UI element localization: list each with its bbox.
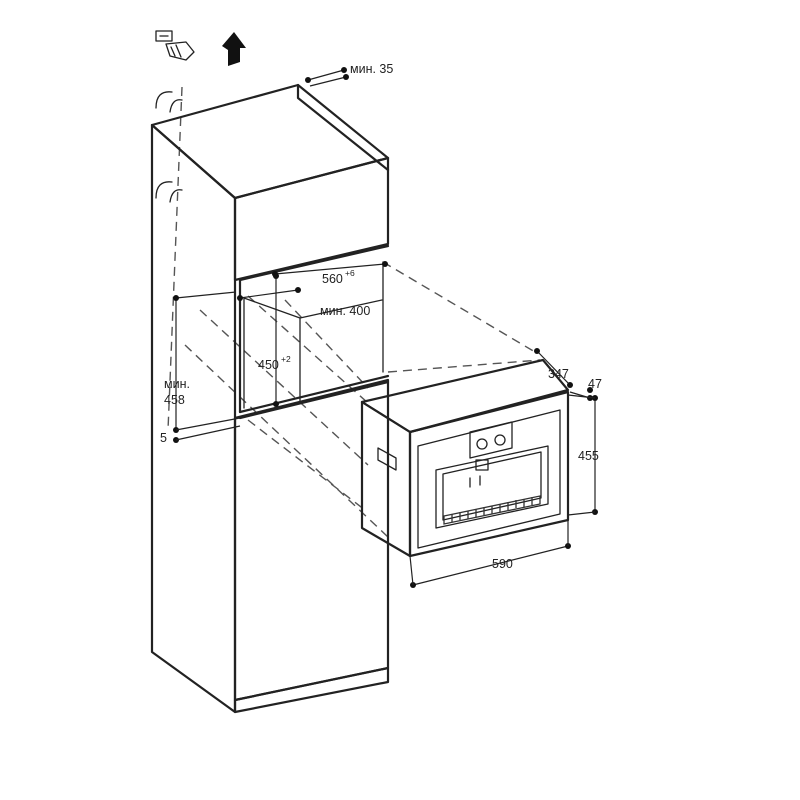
label-niche-height: 450: [258, 358, 279, 372]
dimension-lines: [173, 67, 598, 588]
label-top-clearance: мин. 35: [350, 62, 393, 76]
screw-mount-icon: [155, 30, 195, 61]
tall-cabinet: [150, 83, 390, 714]
mounting-curve-markers: [155, 91, 183, 203]
label-niche-depth: мин. 400: [320, 304, 370, 318]
label-device-height: 455: [578, 449, 599, 463]
label-offset: 5: [160, 431, 167, 445]
dimension-labels: мин. 35 560 +6 мин. 400 450 +2 мин. 458 …: [160, 62, 602, 571]
label-niche-width-tolerance: +6: [345, 268, 355, 278]
dashed-guides: [167, 86, 541, 538]
airflow-arrow-icon: [222, 32, 246, 66]
label-cabinet-height-prefix: мин.: [164, 377, 190, 391]
label-front-depth: 47: [588, 377, 602, 391]
label-niche-width: 560: [322, 272, 343, 286]
label-device-depth: 347: [548, 367, 569, 381]
coffee-machine: [360, 358, 570, 558]
label-niche-height-tolerance: +2: [281, 354, 291, 364]
label-device-width: 590: [492, 557, 513, 571]
label-cabinet-height-value: 458: [164, 393, 185, 407]
